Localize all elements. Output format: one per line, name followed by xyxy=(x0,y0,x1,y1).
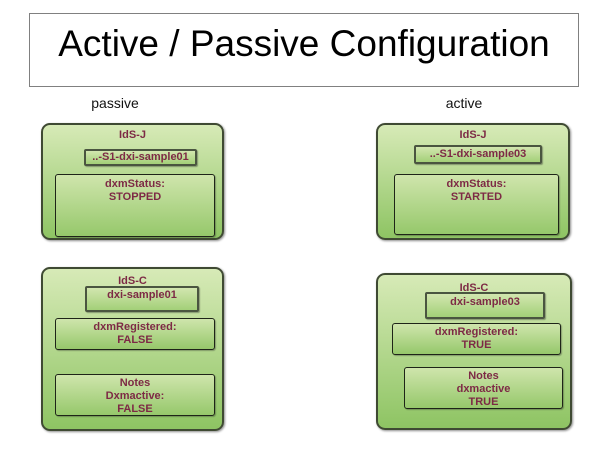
column-label-active: active xyxy=(445,95,483,111)
status-box-notes: Notes dxmactive TRUE xyxy=(404,367,563,409)
status-box-notes: Notes Dxmactive: FALSE xyxy=(55,374,215,416)
panel-title: IdS-J xyxy=(459,129,487,141)
panel-ids-c-active: IdS-C dxi-sample03 dxmRegistered: TRUE N… xyxy=(376,273,572,430)
status-box-dxmregistered: dxmRegistered: FALSE xyxy=(55,318,215,350)
column-label-passive: passive xyxy=(91,95,139,111)
panel-title: IdS-C xyxy=(118,275,147,287)
instance-name-box: dxi-sample01 xyxy=(85,286,199,312)
instance-name-box: ..-S1-dxi-sample03 xyxy=(414,145,542,164)
slide-title: Active / Passive Configuration xyxy=(29,13,579,87)
panel-ids-j-active: IdS-J ..-S1-dxi-sample03 dxmStatus: STAR… xyxy=(376,123,570,240)
panel-ids-c-passive: IdS-C dxi-sample01 dxmRegistered: FALSE … xyxy=(41,267,224,431)
status-box-dxmstatus: dxmStatus: STARTED xyxy=(394,174,559,235)
instance-name-box: ..-S1-dxi-sample01 xyxy=(84,149,197,166)
panel-title: IdS-J xyxy=(119,129,146,141)
status-box-dxmregistered: dxmRegistered: TRUE xyxy=(392,323,561,355)
panel-title: IdS-C xyxy=(459,282,489,294)
instance-name-box: dxi-sample03 xyxy=(425,292,545,319)
panel-ids-j-passive: IdS-J ..-S1-dxi-sample01 dxmStatus: STOP… xyxy=(41,123,224,240)
status-box-dxmstatus: dxmStatus: STOPPED xyxy=(55,174,215,237)
